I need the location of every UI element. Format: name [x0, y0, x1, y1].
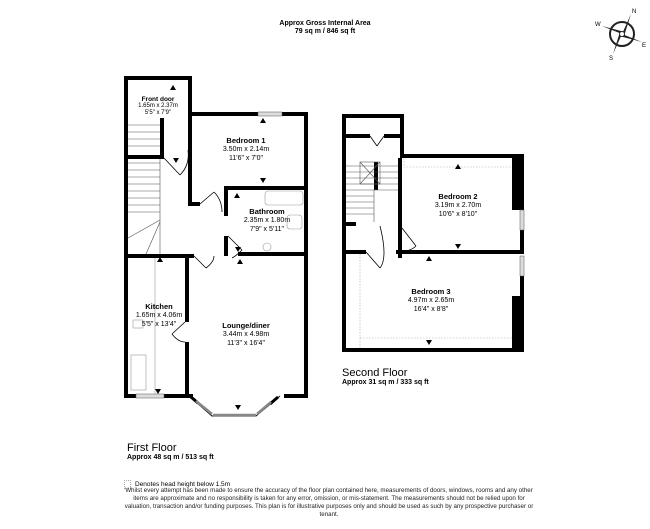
room-name: Kitchen — [145, 302, 173, 311]
room-kitchen: Kitchen 1.65m x 4.06m 5'5" x 13'4" — [136, 302, 182, 329]
first-floor-title: First Floor — [127, 442, 177, 454]
room-metric: 3.19m x 2.70m — [434, 202, 482, 209]
room-imperial: 5'5" x 7'9" — [144, 110, 172, 116]
room-name: Lounge/diner — [222, 321, 270, 330]
compass-rose-icon: N E S W — [595, 9, 646, 62]
disclaimer: Whilst every attempt has been made to en… — [124, 487, 534, 518]
dotted-box-icon — [124, 480, 131, 489]
gross-area-value: 79 sq m / 846 sq ft — [294, 28, 356, 35]
first-floor-caption: First Floor Approx 48 sq m / 513 sq ft — [127, 442, 214, 461]
second-floor-title: Second Floor — [342, 367, 408, 379]
room-front-door: Front door 1.65m x 2.37m 5'5" x 7'9" — [138, 96, 178, 117]
first-floor-area: Approx 48 sq m / 513 sq ft — [127, 454, 214, 461]
room-imperial: 16'4" x 8'8" — [413, 306, 449, 313]
room-metric: 3.44m x 4.98m — [222, 331, 270, 338]
second-floor-area: Approx 31 sq m / 333 sq ft — [342, 379, 429, 386]
room-metric: 3.50m x 2.14m — [222, 146, 270, 153]
gross-area-header: Approx Gross Internal Area 79 sq m / 846… — [0, 20, 650, 36]
second-floor-caption: Second Floor Approx 31 sq m / 333 sq ft — [342, 367, 429, 386]
legend-text: Denotes head height below 1.5m — [135, 481, 231, 489]
room-imperial: 11'6" x 7'0" — [229, 155, 263, 162]
gross-area-title: Approx Gross Internal Area — [279, 20, 371, 27]
room-name: Bathroom — [249, 207, 285, 216]
compass-n: N — [632, 9, 636, 15]
room-name: Front door — [141, 96, 175, 103]
room-name: Bedroom 1 — [226, 136, 266, 145]
room-bathroom: Bathroom 2.35m x 1.80m 7'9" x 5'11" — [244, 207, 290, 234]
room-imperial: 10'6" x 8'10" — [438, 211, 478, 218]
room-lounge-diner: Lounge/diner 3.44m x 4.98m 11'3" x 16'4" — [222, 321, 270, 348]
compass-w: W — [595, 22, 601, 28]
room-metric: 2.35m x 1.80m — [243, 217, 291, 224]
room-bedroom-1: Bedroom 1 3.50m x 2.14m 11'6" x 7'0" — [223, 136, 269, 163]
room-imperial: 7'9" x 5'11" — [250, 226, 284, 233]
room-metric: 4.97m x 2.65m — [407, 297, 455, 304]
room-name: Bedroom 3 — [411, 287, 451, 296]
head-height-legend: Denotes head height below 1.5m — [124, 480, 230, 489]
room-bedroom-3: Bedroom 3 4.97m x 2.65m 16'4" x 8'8" — [408, 287, 454, 314]
room-metric: 1.65m x 4.06m — [135, 312, 183, 319]
compass-s: S — [609, 56, 613, 62]
room-bedroom-2: Bedroom 2 3.19m x 2.70m 10'6" x 8'10" — [435, 192, 481, 219]
room-imperial: 11'3" x 16'4" — [227, 340, 265, 347]
room-metric: 1.65m x 2.37m — [138, 103, 178, 109]
compass-e: E — [642, 43, 646, 49]
room-imperial: 5'5" x 13'4" — [141, 321, 177, 328]
room-name: Bedroom 2 — [438, 192, 478, 201]
